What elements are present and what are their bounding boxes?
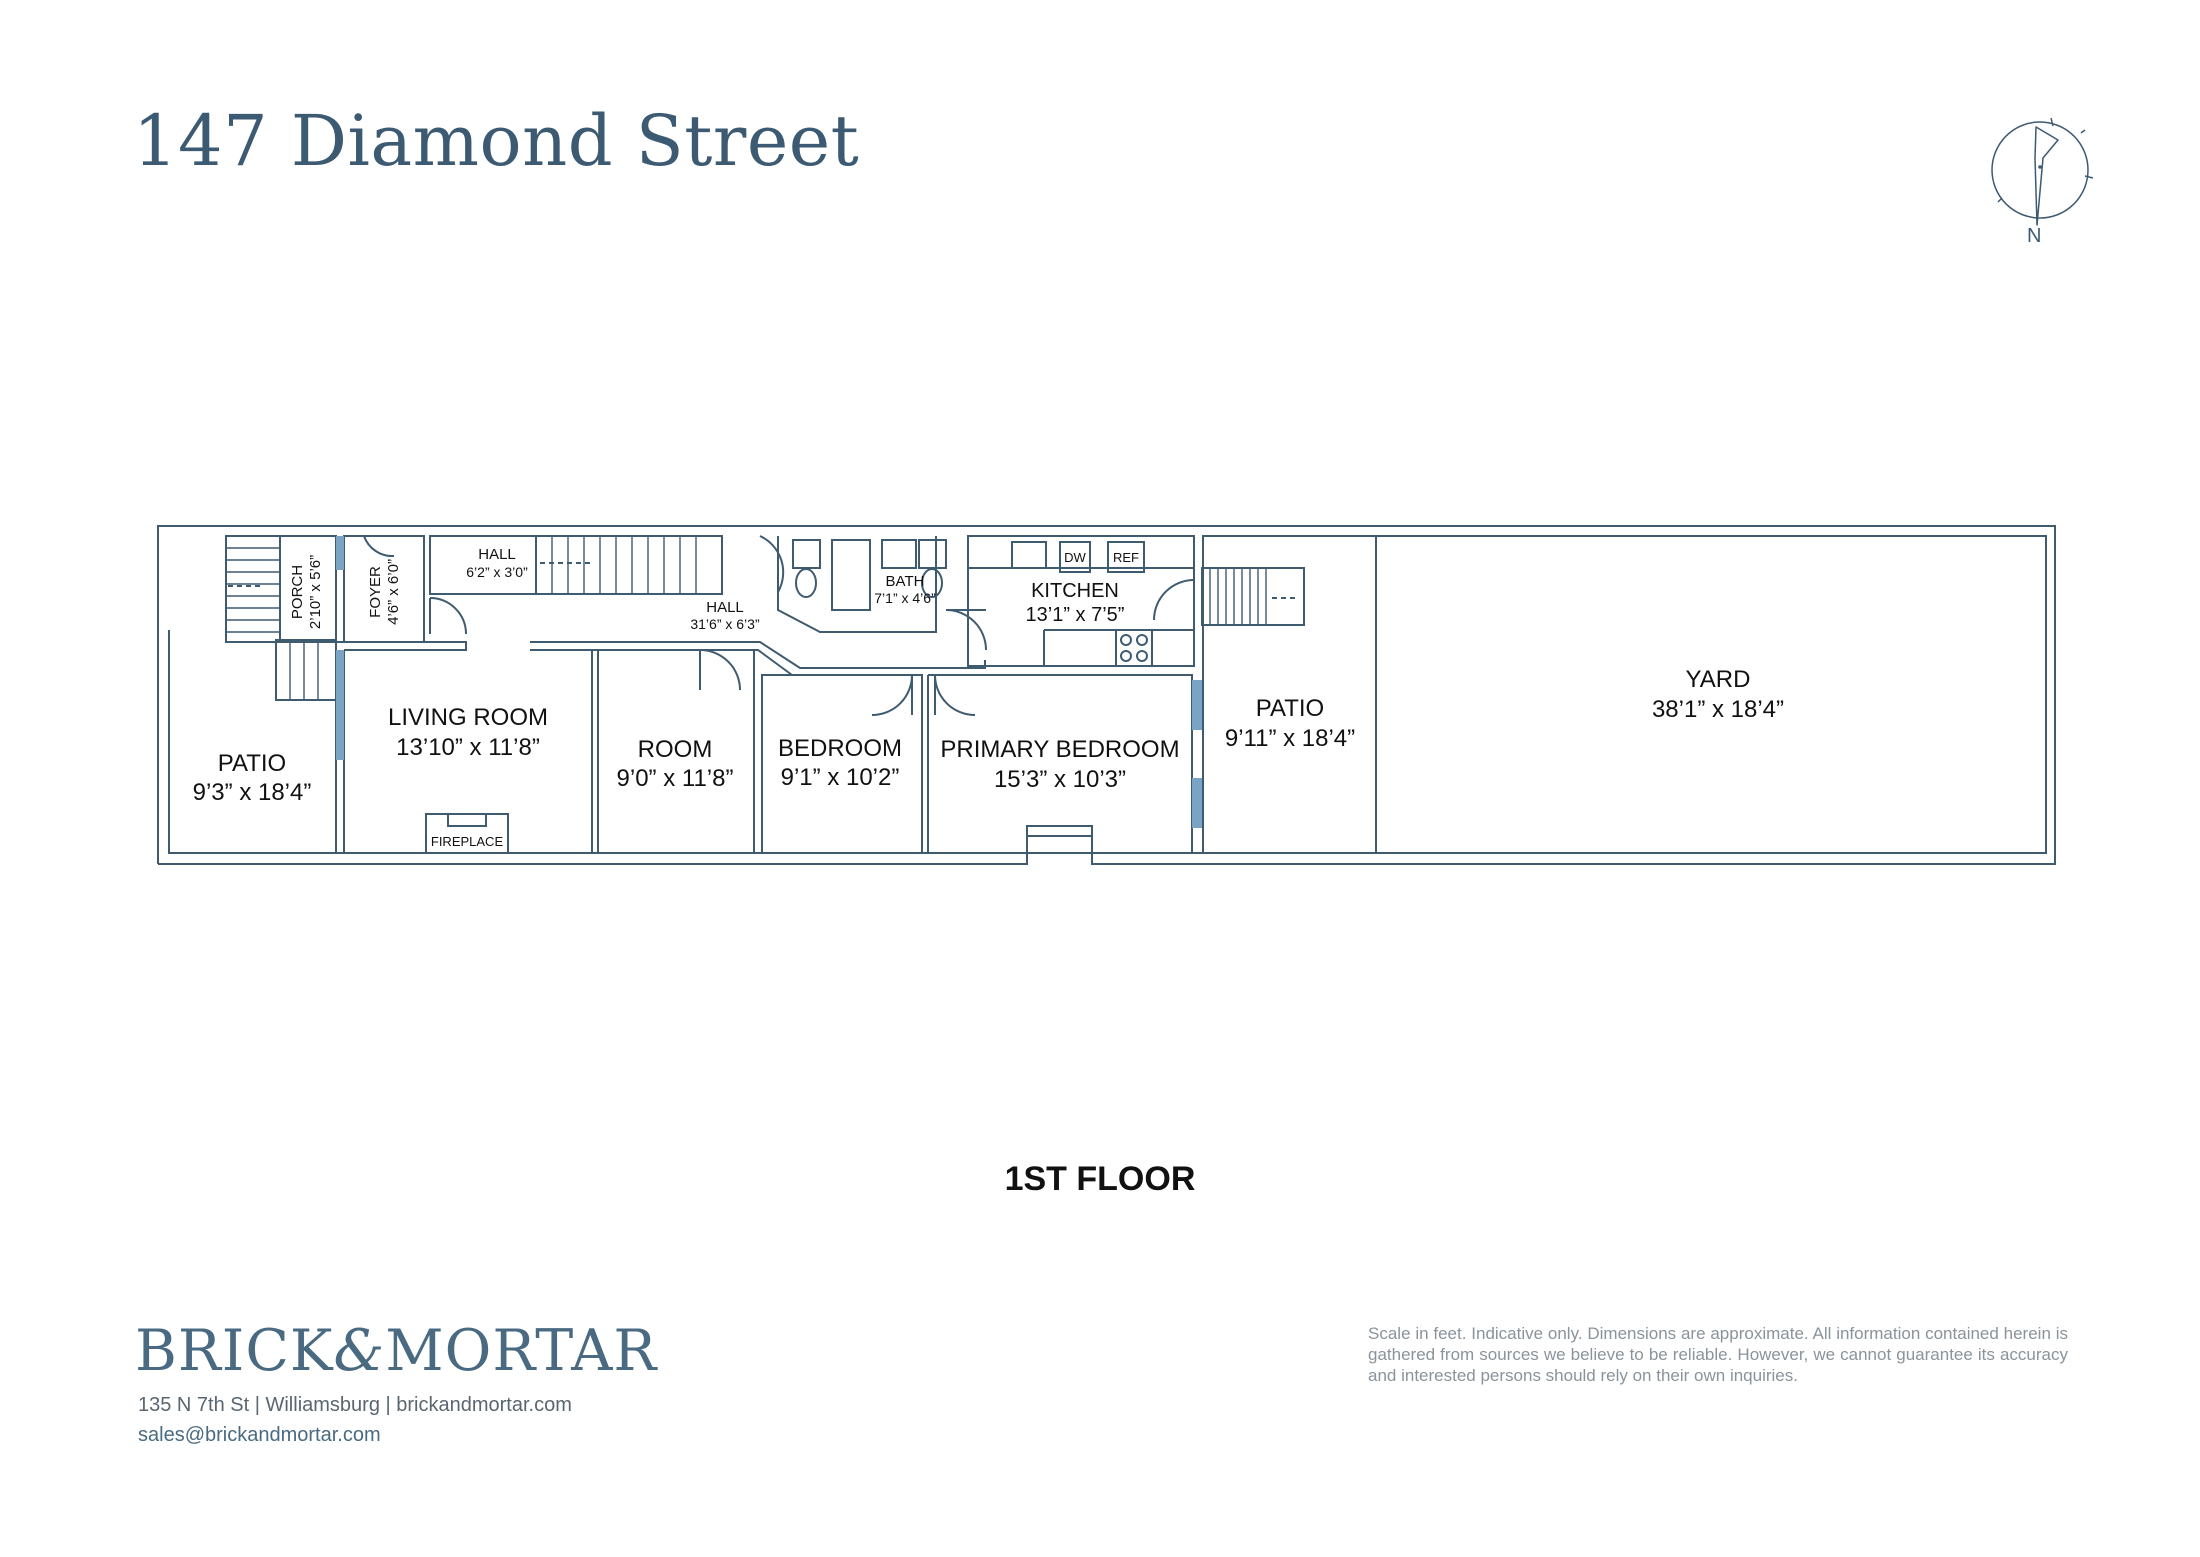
refrigerator-label: REF xyxy=(1113,550,1139,565)
patio-left-dims: 9’3” x 18’4” xyxy=(193,779,312,806)
kitchen-label: KITCHEN xyxy=(1031,580,1119,602)
primary-bedroom-dims: 15’3” x 10’3” xyxy=(994,766,1126,793)
disclaimer-text: Scale in feet. Indicative only. Dimensio… xyxy=(1368,1324,2068,1385)
patio-right-label: PATIO xyxy=(1256,695,1324,722)
hall-small-dims: 6’2” x 3’0” xyxy=(466,564,528,580)
logo-ampersand: & xyxy=(333,1318,386,1384)
room-dims: 9’0” x 11’8” xyxy=(617,765,734,792)
primary-bedroom-label: PRIMARY BEDROOM xyxy=(940,736,1179,763)
kitchen-dims: 13’1” x 7’5” xyxy=(1026,604,1125,626)
porch-dims: 2’10” x 5’6” xyxy=(307,555,324,629)
yard-dims: 38’1” x 18’4” xyxy=(1652,696,1784,723)
foyer-label: FOYER xyxy=(367,566,384,618)
compass-north-label: N xyxy=(2027,225,2041,247)
living-room-dims: 13’10” x 11’8” xyxy=(396,734,540,761)
page-title: 147 Diamond Street xyxy=(133,100,860,182)
brand-logo: BRICK&MORTAR xyxy=(135,1318,657,1384)
bath-dims: 7’1” x 4’6” xyxy=(874,590,936,606)
dishwasher-label: DW xyxy=(1064,550,1086,565)
logo-text-right: MORTAR xyxy=(385,1318,658,1384)
floor-label: 1ST FLOOR xyxy=(1004,1160,1196,1198)
office-address: 135 N 7th St | Williamsburg | brickandmo… xyxy=(138,1394,572,1416)
patio-left-label: PATIO xyxy=(218,750,286,777)
bedroom-dims: 9’1” x 10’2” xyxy=(781,764,900,791)
patio-right-dims: 9’11” x 18’4” xyxy=(1225,725,1355,752)
logo-text-left: BRICK xyxy=(135,1318,334,1384)
living-room-label: LIVING ROOM xyxy=(388,704,548,731)
porch-label: PORCH xyxy=(289,565,306,619)
room-label: ROOM xyxy=(638,736,713,763)
hall-long-label: HALL xyxy=(706,599,744,616)
foyer-dims: 4’6” x 6’0” xyxy=(385,559,402,625)
yard-label: YARD xyxy=(1686,666,1751,693)
hall-long-dims: 31’6” x 6’3” xyxy=(690,616,760,632)
contact-email: sales@brickandmortar.com xyxy=(138,1424,381,1446)
fireplace-label: FIREPLACE xyxy=(431,834,504,849)
compass-icon: N xyxy=(1991,117,2094,247)
bedroom-label: BEDROOM xyxy=(778,735,902,762)
bath-label: BATH xyxy=(886,573,925,590)
hall-small-label: HALL xyxy=(478,546,516,563)
